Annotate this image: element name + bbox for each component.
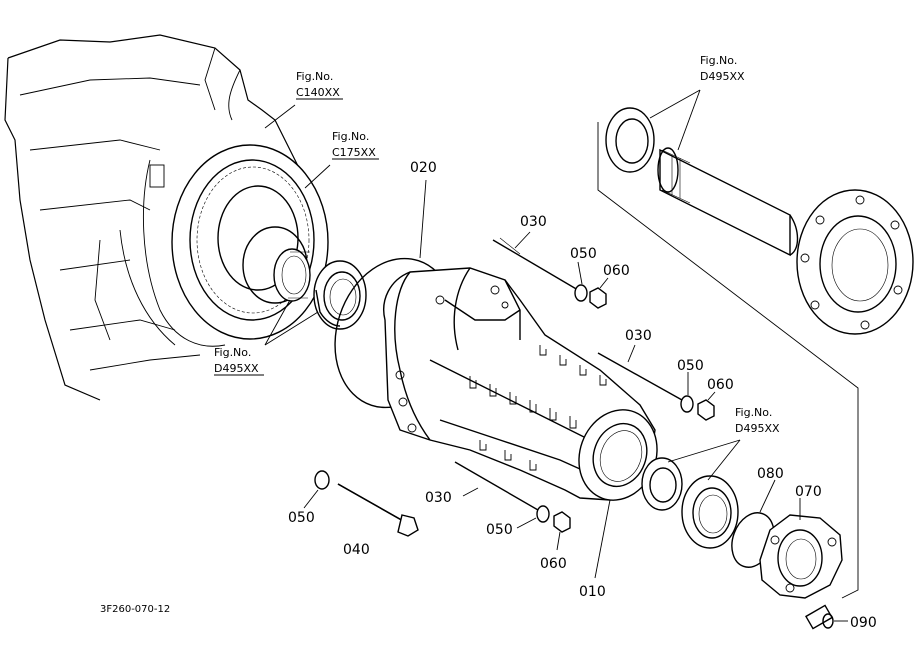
assembly-bracket — [597, 122, 859, 599]
part-label-010: 010 — [579, 584, 606, 600]
fig-ref-code: C140XX — [296, 86, 340, 99]
part-label-060: 060 — [707, 377, 734, 393]
part-label-050: 050 — [288, 510, 315, 526]
fig-ref-title: Fig.No. — [735, 406, 772, 419]
fig-ref-code: C175XX — [332, 146, 376, 159]
fig-ref-code: D495XX — [700, 70, 745, 83]
part-label-060: 060 — [603, 263, 630, 279]
washer-050-mid — [680, 395, 694, 413]
part-label-050: 050 — [677, 358, 704, 374]
part-label-060: 060 — [540, 556, 567, 572]
part-label-020: 020 — [410, 160, 437, 176]
transmission-housing — [4, 34, 306, 401]
fig-ref-title: Fig.No. — [214, 346, 251, 359]
washer-050-top — [574, 284, 588, 302]
part-label-050: 050 — [570, 246, 597, 262]
fig-ref-code: D495XX — [214, 362, 259, 375]
part-label-050: 050 — [486, 522, 513, 538]
bolt-090 — [805, 604, 848, 630]
nut-060-top — [589, 287, 607, 309]
leader-lines — [264, 89, 801, 579]
nut-060-mid — [697, 399, 715, 421]
washer-050-low — [536, 505, 550, 523]
fig-ref-title: Fig.No. — [700, 54, 737, 67]
fig-ref-code: D495XX — [735, 422, 780, 435]
right-bearing — [681, 475, 739, 549]
washer-050-left — [314, 470, 330, 490]
part-label-070: 070 — [795, 484, 822, 500]
fig-ref-title: Fig.No. — [332, 130, 369, 143]
fig-ref-title: Fig.No. — [296, 70, 333, 83]
oil-seal — [641, 457, 683, 511]
part-label-080: 080 — [757, 466, 784, 482]
axle-case-010 — [383, 267, 658, 501]
housing-gear-flange — [171, 144, 329, 340]
stud-030-mid — [597, 352, 683, 401]
drawing-code: 3F260-070-12 — [100, 604, 170, 615]
part-label-030: 030 — [425, 490, 452, 506]
stud-030-top — [492, 237, 579, 291]
stud-030-low — [454, 461, 539, 511]
left-bearing — [313, 260, 367, 330]
part-label-030: 030 — [625, 328, 652, 344]
part-label-090: 090 — [850, 615, 877, 631]
part-label-040: 040 — [343, 542, 370, 558]
bolt-040 — [337, 483, 419, 537]
nut-060-low — [553, 511, 571, 533]
axle-shaft-assembly — [605, 107, 914, 335]
bearing-cover-070 — [759, 514, 843, 599]
part-label-030: 030 — [520, 214, 547, 230]
